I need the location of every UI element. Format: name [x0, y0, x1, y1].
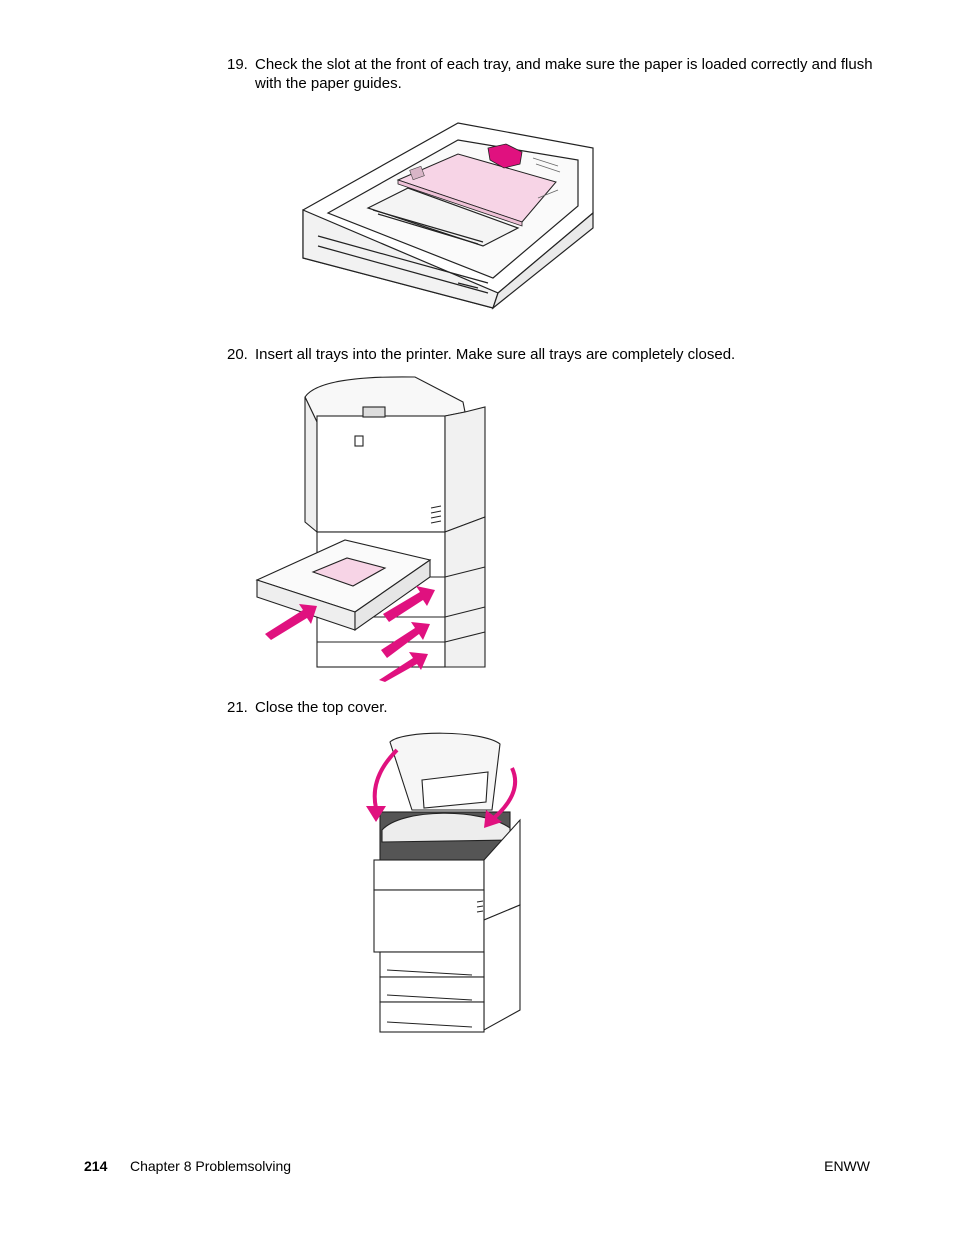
step-text: Close the top cover. [255, 699, 388, 716]
step-number: 19. [227, 56, 248, 73]
tray-paper [311, 557, 387, 587]
step-21: 21. Close the top cover. [227, 698, 877, 717]
footer-right-label: ENWW [824, 1158, 870, 1174]
close-cover-arrows [372, 748, 518, 820]
chapter-label: Chapter 8 Problemsolving [130, 1158, 292, 1174]
step-19: 19. Check the slot at the front of each … [227, 55, 877, 93]
step-number: 20. [227, 346, 248, 363]
printer-trays-illustration [255, 376, 486, 682]
step-text: Check the slot at the front of each tray… [255, 56, 873, 92]
page-number: 214 [84, 1158, 108, 1174]
step-20: 20. Insert all trays into the printer. M… [227, 345, 877, 364]
step-number: 21. [227, 699, 248, 716]
paper-tray-illustration [302, 122, 594, 310]
insert-arrows [265, 586, 435, 682]
printer-top-cover-illustration [366, 732, 521, 1033]
page-footer: 214 Chapter 8 Problemsolving ENWW [84, 1158, 870, 1178]
step-text: Insert all trays into the printer. Make … [255, 346, 736, 363]
paper-guide [487, 143, 523, 169]
